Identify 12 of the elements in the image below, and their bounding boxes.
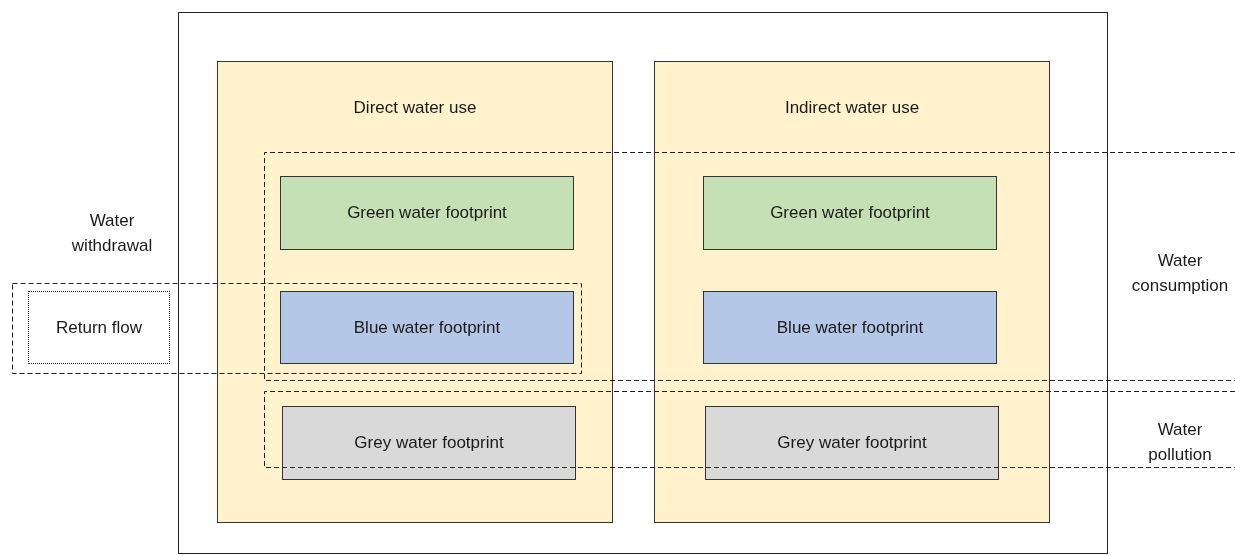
footprint-card: Blue water footprint [703, 291, 997, 364]
footprint-card: Grey water footprint [282, 406, 576, 480]
panel-title: Indirect water use [783, 97, 921, 119]
region-label: Water withdrawal [70, 210, 154, 257]
dotted-box: Return flow [28, 291, 170, 364]
panel-title: Direct water use [352, 97, 478, 119]
footprint-card: Grey water footprint [705, 406, 999, 480]
footprint-card: Green water footprint [703, 176, 997, 250]
region-label: Water consumption [1130, 250, 1230, 297]
region-label: Water pollution [1147, 419, 1213, 466]
footprint-card: Green water footprint [280, 176, 574, 250]
footprint-card: Blue water footprint [280, 291, 574, 364]
